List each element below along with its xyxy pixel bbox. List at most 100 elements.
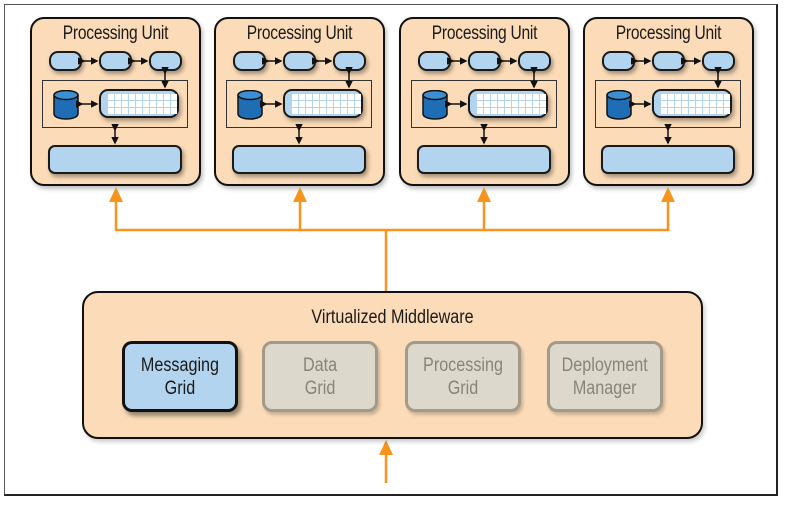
grid-cell xyxy=(122,108,128,114)
grid-cell xyxy=(292,94,298,100)
data-grid-table xyxy=(468,89,548,118)
grid-cell xyxy=(313,101,319,107)
grid-cell xyxy=(341,101,347,107)
grid-cell xyxy=(526,101,532,107)
grid-cell xyxy=(129,101,135,107)
grid-cell xyxy=(129,94,135,100)
grid-cell xyxy=(505,94,511,100)
processing-unit-2: Processing Unit xyxy=(214,17,385,186)
component-label-line1: Deployment xyxy=(561,354,649,376)
arrow-up-icon xyxy=(477,187,491,202)
grid-cell xyxy=(150,108,156,114)
grid-cell xyxy=(157,94,163,100)
grid-cell xyxy=(661,101,667,107)
processing-unit-title: Processing Unit xyxy=(615,23,722,44)
grid-cell xyxy=(491,108,497,114)
grid-cell xyxy=(477,108,483,114)
grid-cell xyxy=(334,108,340,114)
internal-arrows xyxy=(76,57,169,145)
grid-cell xyxy=(533,101,539,107)
grid-cell xyxy=(341,108,347,114)
grid-cell xyxy=(299,101,305,107)
data-grid-table xyxy=(99,89,179,118)
grid-cell xyxy=(498,101,504,107)
component-label-line2: Grid xyxy=(304,377,336,399)
arrow-up-icon xyxy=(109,187,123,202)
grid-cell xyxy=(533,108,539,114)
grid-cell xyxy=(334,101,340,107)
grid-cell xyxy=(491,94,497,100)
grid-cell xyxy=(341,94,347,100)
grid-cell xyxy=(710,101,716,107)
grid-cell xyxy=(505,108,511,114)
grid-cell xyxy=(717,101,723,107)
grid-cell xyxy=(682,94,688,100)
processing-unit-3: Processing Unit xyxy=(399,17,570,186)
grid-cell xyxy=(717,94,723,100)
grid-cell xyxy=(710,94,716,100)
grid-cell xyxy=(689,94,695,100)
grid-cell xyxy=(136,94,142,100)
database-icon xyxy=(606,90,632,120)
grid-cell xyxy=(505,101,511,107)
grid-cell xyxy=(512,108,518,114)
grid-cell xyxy=(171,108,177,114)
database-icon xyxy=(53,90,79,120)
processing-unit-title: Processing Unit xyxy=(62,23,169,44)
grid-cell xyxy=(292,108,298,114)
grid-cell xyxy=(675,94,681,100)
grid-cell xyxy=(348,108,354,114)
grid-cell xyxy=(512,101,518,107)
grid-cell xyxy=(710,108,716,114)
processing-bar xyxy=(601,145,735,174)
grid-cell xyxy=(327,108,333,114)
grid-cell xyxy=(526,108,532,114)
grid-cell xyxy=(320,94,326,100)
grid-cell xyxy=(157,101,163,107)
grid-cell xyxy=(675,108,681,114)
grid-cell xyxy=(498,108,504,114)
grid-cell xyxy=(484,101,490,107)
grid-cell xyxy=(682,101,688,107)
grid-cell xyxy=(668,101,674,107)
grid-cell xyxy=(306,94,312,100)
grid-cell xyxy=(143,94,149,100)
grid-cell xyxy=(122,94,128,100)
arrow-up-icon xyxy=(379,440,393,455)
arrow-up-icon xyxy=(661,187,675,202)
grid-cell xyxy=(668,108,674,114)
grid-cell xyxy=(136,101,142,107)
grid-cell xyxy=(306,108,312,114)
grid-cell xyxy=(115,94,121,100)
processing-bar xyxy=(417,145,551,174)
grid-cell xyxy=(717,108,723,114)
grid-cell xyxy=(313,108,319,114)
grid-cell xyxy=(519,101,525,107)
grid-cell xyxy=(355,101,361,107)
component-label-line2: Manager xyxy=(573,377,637,399)
grid-cell xyxy=(348,94,354,100)
grid-cell xyxy=(299,94,305,100)
grid-cell xyxy=(540,101,546,107)
grid-cell xyxy=(108,108,114,114)
grid-cell xyxy=(150,94,156,100)
grid-cell xyxy=(171,101,177,107)
grid-cell xyxy=(696,101,702,107)
grid-cell xyxy=(334,94,340,100)
internal-arrows xyxy=(445,57,538,145)
processing-unit-1: Processing Unit xyxy=(30,17,201,186)
grid-cell xyxy=(526,94,532,100)
arrow-up-icon xyxy=(293,187,307,202)
grid-cell xyxy=(327,94,333,100)
grid-cell xyxy=(108,101,114,107)
grid-cell xyxy=(136,108,142,114)
grid-cell xyxy=(675,101,681,107)
grid-cell xyxy=(477,94,483,100)
grid-cell xyxy=(689,108,695,114)
grid-cell xyxy=(143,108,149,114)
grid-cell xyxy=(164,94,170,100)
